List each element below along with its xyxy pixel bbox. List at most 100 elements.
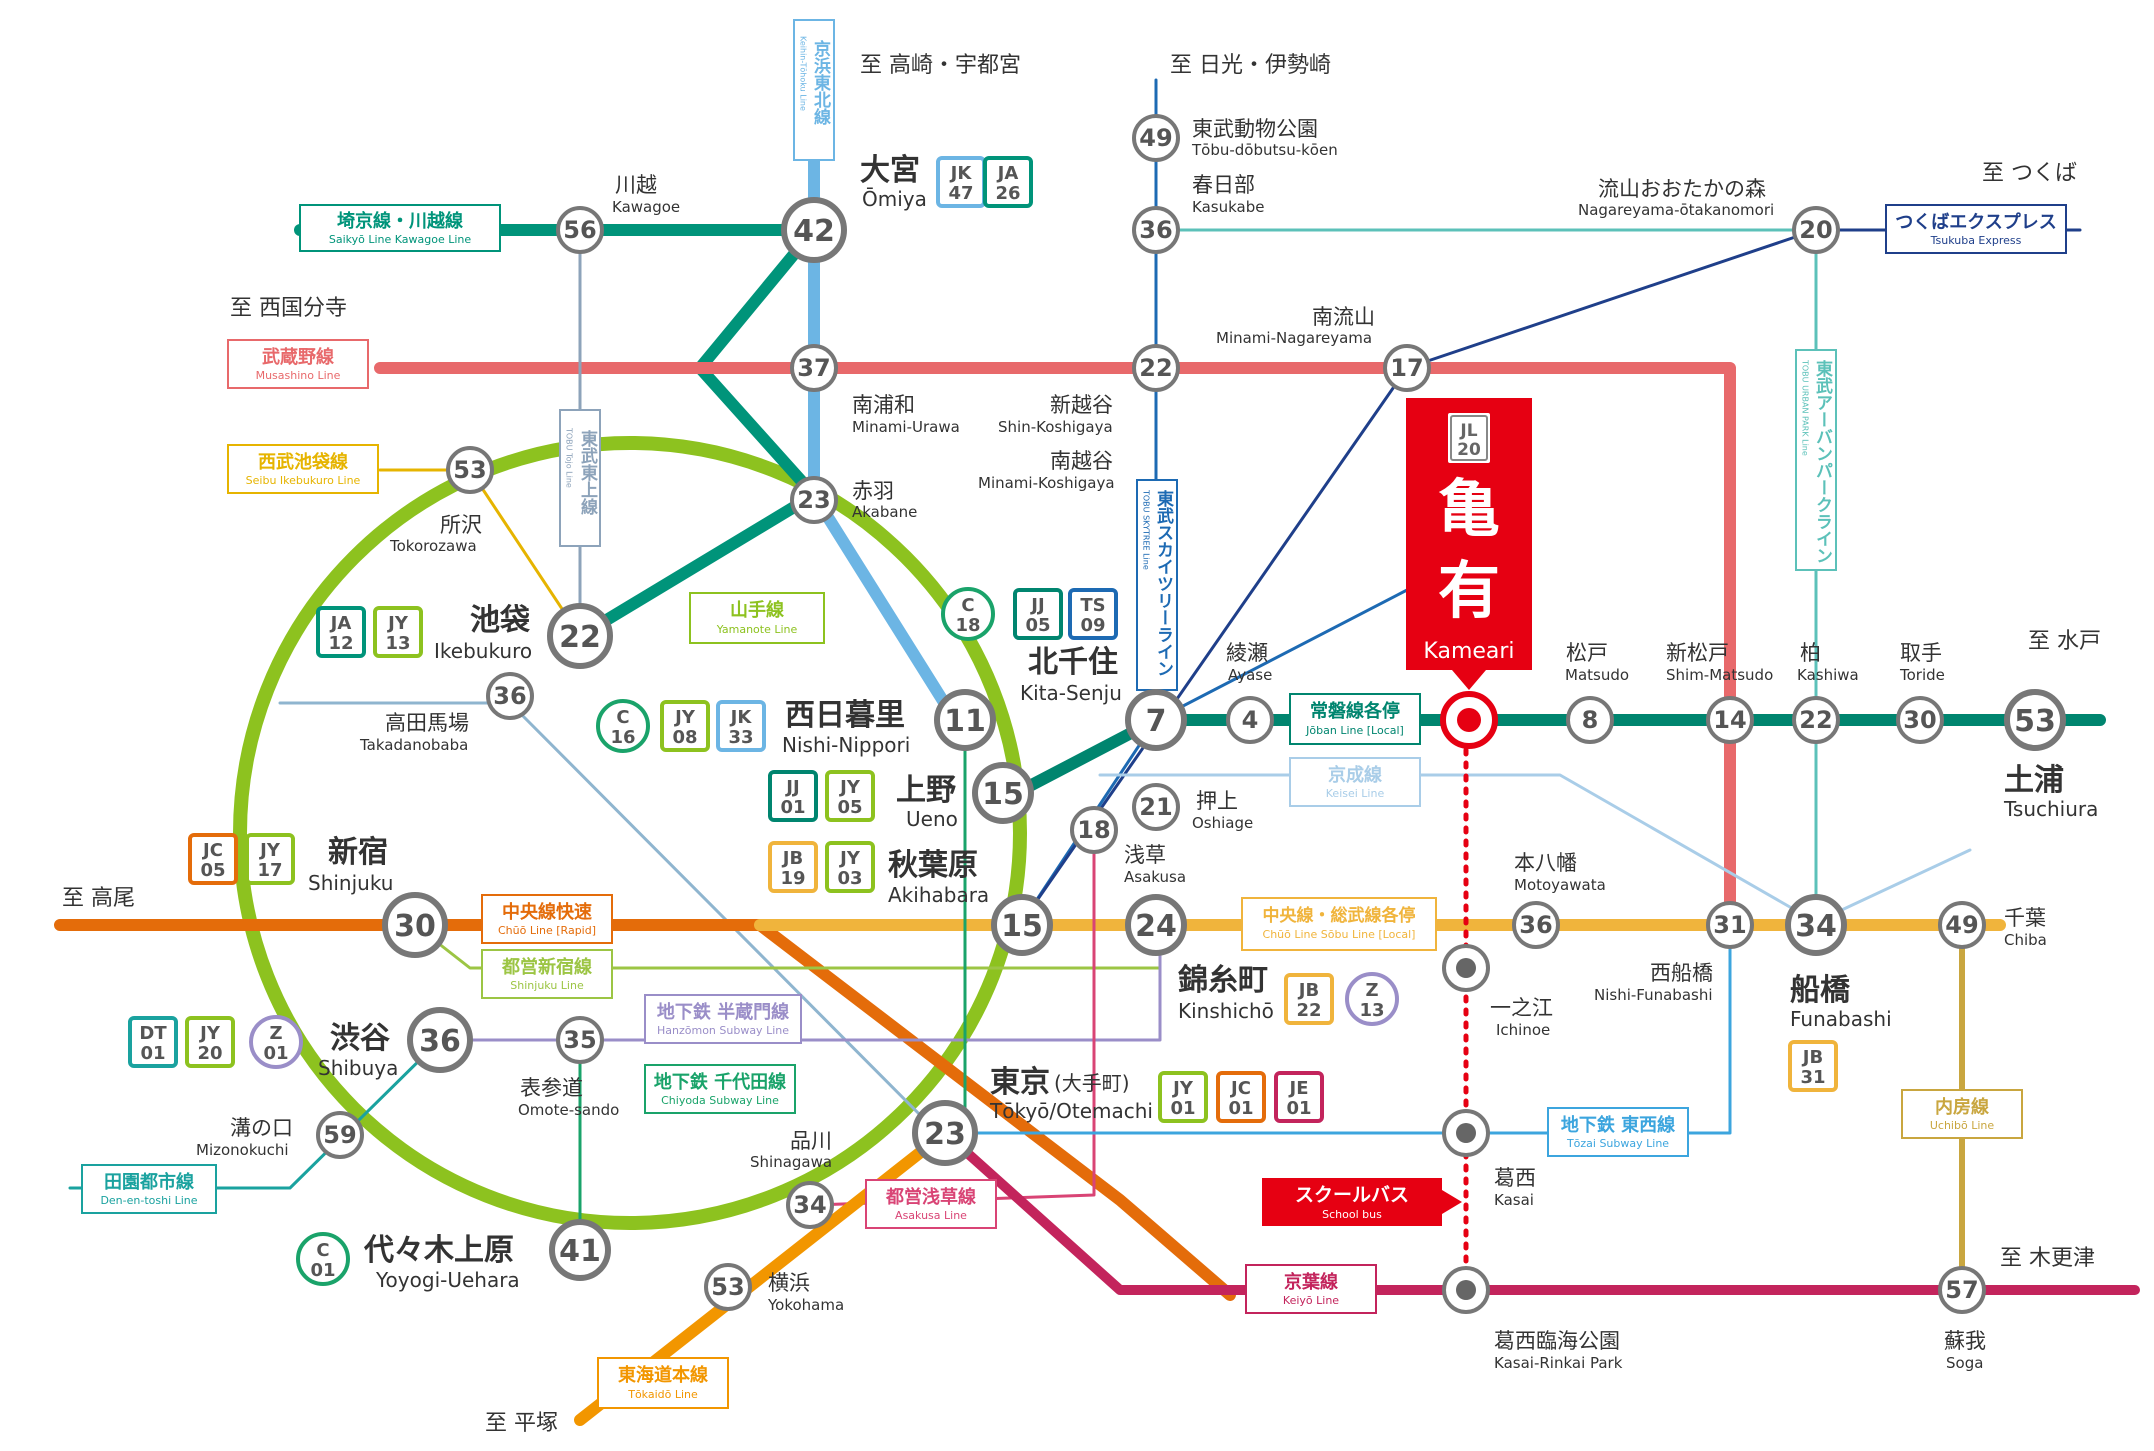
station-minutes: 53 bbox=[453, 456, 486, 484]
denentoshi-label-ja: 田園都市線 bbox=[104, 1171, 194, 1193]
ichinoe-name: 一之江 bbox=[1490, 996, 1553, 1020]
keiyo-label-en: Keiyō Line bbox=[1283, 1294, 1339, 1307]
code-badge-kitasenju-c: C18 bbox=[941, 587, 995, 641]
code-line: C bbox=[961, 595, 974, 616]
mizonokuchi-en: Mizonokuchi bbox=[196, 1141, 289, 1159]
station-asakusa: 18 bbox=[1070, 806, 1118, 854]
ichinoe-en: Ichinoe bbox=[1496, 1021, 1550, 1039]
minami-nagareyama-en: Minami-Nagareyama bbox=[1216, 329, 1372, 347]
code-number: 01 bbox=[1286, 1098, 1311, 1119]
station-minutes: 7 bbox=[1146, 704, 1167, 739]
code-line: JA bbox=[996, 163, 1019, 184]
shin-matsudo-name: 新松戸 bbox=[1666, 641, 1729, 665]
code-line: JY bbox=[386, 613, 409, 634]
station-ikebukuro: 22 bbox=[547, 603, 613, 669]
station-kasai-rinkai bbox=[1442, 1266, 1490, 1314]
denentoshi-label-en: Den-en-toshi Line bbox=[100, 1194, 197, 1207]
omiya-en: Ōmiya bbox=[862, 187, 927, 211]
seibu-label-ja: 西武池袋線 bbox=[258, 451, 348, 473]
kinshicho-en: Kinshichō bbox=[1178, 999, 1274, 1023]
kasai-en: Kasai bbox=[1494, 1191, 1534, 1209]
station-shin-koshigaya: 22 bbox=[1132, 344, 1180, 392]
station-mizonokuchi: 59 bbox=[316, 1111, 364, 1159]
station-minami-nagareyama: 17 bbox=[1383, 344, 1431, 392]
station-omiya: 42 bbox=[781, 197, 847, 263]
nagareyama-name: 流山おおたかの森 bbox=[1598, 177, 1766, 201]
station-akabane: 23 bbox=[790, 476, 838, 524]
code-badge-yoyogi-c: C01 bbox=[296, 1232, 350, 1286]
station-minutes: 22 bbox=[559, 620, 601, 655]
tokyo-sub: (大手町) bbox=[1054, 1071, 1130, 1095]
station-minutes: 15 bbox=[982, 777, 1024, 812]
urbanpark-label-ja: 東武アーバンパークライン bbox=[1812, 359, 1833, 564]
station-yoyogi-uehara: 41 bbox=[549, 1219, 611, 1281]
code-number: 05 bbox=[1025, 615, 1050, 636]
station-tobu-dobutsu: 49 bbox=[1132, 114, 1180, 162]
kameari-marker: JL 20 亀 有 Kameari bbox=[1406, 398, 1532, 749]
tokyo-en: Tōkyō/Otemachi bbox=[989, 1099, 1153, 1123]
station-shinjuku: 30 bbox=[382, 892, 448, 958]
tokorozawa-en: Tokorozawa bbox=[389, 537, 477, 555]
station-tokorozawa: 53 bbox=[446, 446, 494, 494]
station-kawagoe: 56 bbox=[556, 206, 604, 254]
shibuya-en: Shibuya bbox=[318, 1056, 398, 1080]
shinagawa-en: Shinagawa bbox=[750, 1153, 832, 1171]
funabashi-en: Funabashi bbox=[1790, 1007, 1892, 1031]
motoyawata-name: 本八幡 bbox=[1514, 851, 1577, 875]
code-line: JC bbox=[201, 840, 223, 861]
station-soga: 57 bbox=[1938, 1266, 1986, 1314]
code-number: 26 bbox=[995, 183, 1020, 204]
yamanote-label-ja: 山手線 bbox=[730, 599, 784, 621]
code-number: 33 bbox=[728, 727, 753, 748]
code-number: 05 bbox=[200, 860, 225, 881]
kameari-code-line: JL bbox=[1459, 421, 1477, 441]
station-ueno: 15 bbox=[972, 762, 1034, 824]
yoyogi-uehara-en: Yoyogi-Uehara bbox=[375, 1268, 520, 1292]
joban-label-ja: 常磐線各停 bbox=[1310, 700, 1400, 722]
station-minami-urawa: 37 bbox=[790, 344, 838, 392]
musashino-label-en: Musashino Line bbox=[256, 369, 341, 382]
kita-senju-en: Kita-Senju bbox=[1020, 681, 1122, 705]
dir-mito: 至 水戸 bbox=[2028, 629, 2101, 654]
code-number: 08 bbox=[672, 727, 697, 748]
station-minutes: 30 bbox=[394, 909, 436, 944]
code-number: 01 bbox=[140, 1043, 165, 1064]
code-line: JK bbox=[949, 163, 973, 184]
minami-koshigaya-name: 南越谷 bbox=[1050, 449, 1113, 473]
skytree-label-ja: 東武スカイツリーライン bbox=[1153, 489, 1174, 677]
keisei-label-en: Keisei Line bbox=[1326, 787, 1385, 800]
matsudo-en: Matsudo bbox=[1565, 666, 1629, 684]
ayase-name: 綾瀬 bbox=[1226, 641, 1268, 665]
kita-senju-name: 北千住 bbox=[1028, 645, 1118, 680]
minami-urawa-en: Minami-Urawa bbox=[852, 418, 960, 436]
ikebukuro-name: 池袋 bbox=[470, 603, 530, 638]
kasukabe-name: 春日部 bbox=[1192, 173, 1255, 197]
kashiwa-en: Kashiwa bbox=[1797, 666, 1859, 684]
code-badge-shibuya-z: Z01 bbox=[249, 1015, 303, 1069]
yokohama-name: 横浜 bbox=[768, 1271, 810, 1295]
code-line: JB bbox=[1297, 980, 1319, 1001]
code-number: 03 bbox=[837, 868, 862, 889]
joban-label-en: Jōban Line [Local] bbox=[1305, 724, 1404, 737]
tojo-label-ja: 東武東上線 bbox=[577, 429, 598, 516]
code-number: 13 bbox=[385, 633, 410, 654]
station-tokyo: 23 bbox=[912, 1100, 978, 1166]
tokaido-label-ja: 東海道本線 bbox=[618, 1364, 708, 1386]
oshiage-name: 押上 bbox=[1196, 789, 1238, 813]
code-line: JY bbox=[198, 1023, 221, 1044]
station-minutes: 49 bbox=[1945, 911, 1978, 939]
tokyo-name: 東京 bbox=[990, 1065, 1050, 1100]
asakusa-en: Asakusa bbox=[1124, 868, 1186, 886]
code-number: 47 bbox=[948, 183, 973, 204]
station-kita-senju: 7 bbox=[1125, 689, 1187, 751]
code-line: JK bbox=[729, 707, 753, 728]
shibuya-name: 渋谷 bbox=[330, 1021, 390, 1056]
kasai-rinkai-en: Kasai-Rinkai Park bbox=[1494, 1354, 1623, 1372]
nishi-funabashi-en: Nishi-Funabashi bbox=[1594, 986, 1713, 1004]
station-minutes: 36 bbox=[1519, 911, 1552, 939]
code-number: 20 bbox=[197, 1043, 222, 1064]
kinshicho-name: 錦糸町 bbox=[1178, 963, 1268, 998]
code-line: TS bbox=[1080, 595, 1105, 616]
kameari-name-ja-1: 亀 bbox=[1438, 472, 1500, 545]
